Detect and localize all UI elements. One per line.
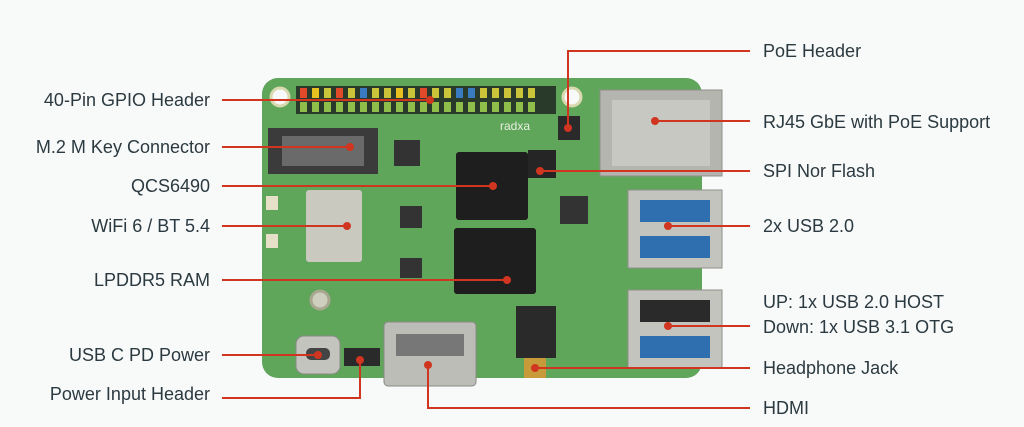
label-usb2: 2x USB 2.0 (763, 216, 855, 236)
label-usb-up: UP: 1x USB 2.0 HOST (763, 292, 945, 312)
brand-silkscreen: radxa (500, 119, 530, 133)
label-usbc-power: USB C PD Power (68, 345, 210, 365)
label-qcs6490: QCS6490 (130, 176, 210, 196)
label-poe-header: PoE Header (763, 41, 862, 61)
label-lpddr5: LPDDR5 RAM (93, 270, 210, 290)
label-hdmi: HDMI (763, 398, 809, 418)
label-power-input-header: Power Input Header (49, 384, 210, 404)
label-m2-connector: M.2 M Key Connector (35, 137, 210, 157)
label-gpio-header: 40-Pin GPIO Header (43, 90, 210, 110)
label-headphone-jack: Headphone Jack (763, 358, 899, 378)
label-rj45: RJ45 GbE with PoE Support (763, 112, 991, 132)
mount-hole (309, 289, 331, 311)
leader-lines (222, 50, 750, 409)
label-spi-flash: SPI Nor Flash (763, 161, 876, 181)
mount-hole (269, 86, 291, 108)
leader-dots (314, 96, 672, 372)
leader-poe (567, 50, 750, 128)
mount-hole (561, 86, 583, 108)
lpddr5-chip (454, 228, 536, 294)
headphone-jack (516, 306, 556, 358)
label-usb-down: Down: 1x USB 3.1 OTG (763, 317, 955, 337)
leader-hdmi (427, 365, 750, 409)
label-wifi-bt: WiFi 6 / BT 5.4 (91, 216, 210, 236)
leader-power-input (222, 360, 361, 399)
